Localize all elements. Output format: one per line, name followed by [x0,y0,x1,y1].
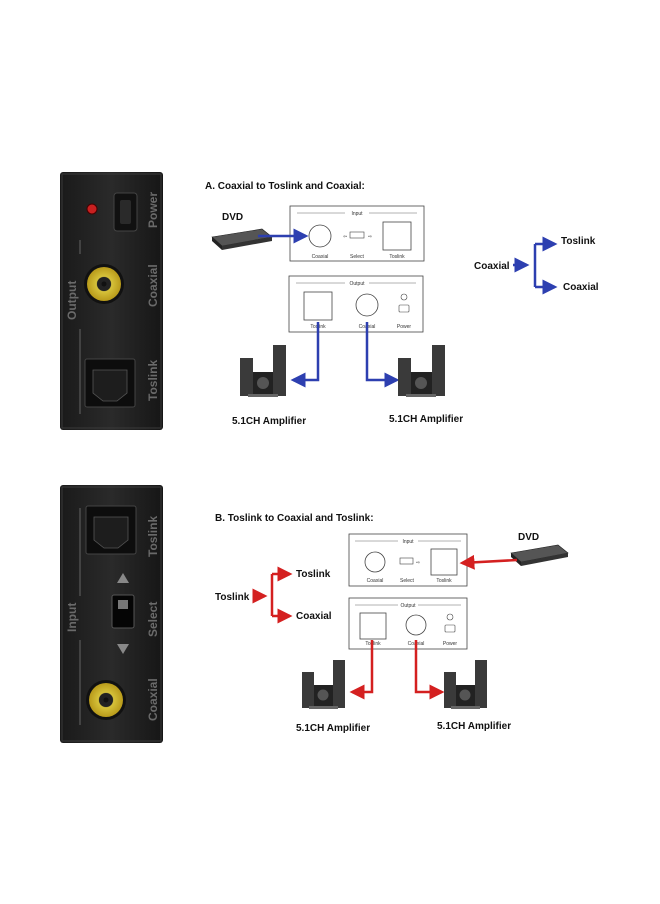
power-jack-small-icon [444,624,456,633]
power-jack-small-icon [398,304,410,313]
diagram-a-title: A. Coaxial to Toslink and Coaxial: [205,181,365,192]
svg-text:Coaxial: Coaxial [563,282,599,293]
svg-text:Input: Input [402,539,414,545]
diagram-a-output-panel: Output Toslink Coaxial Power [288,275,424,333]
input-panel-title: Input [351,211,363,217]
coaxial-jack-icon [364,551,386,573]
power-led-small-icon [400,293,408,301]
select-switch-icon [349,231,365,239]
diagram-a-input-panel: Input ⇦ ⇨ Coaxial Select Toslink [289,205,425,262]
svg-text:Toslink: Toslink [215,592,250,603]
dvd-player-icon [510,544,569,566]
diagram-a-dvd-label: DVD [222,212,243,223]
diagram-a: A. Coaxial to Toslink and Coaxial: DVD I… [205,181,599,427]
toslink-out-line [290,322,320,388]
coaxial-out-line [414,640,445,700]
diagram-a-amp-left-label: 5.1CH Amplifier [232,416,306,427]
diagram-b-split: Toslink Toslink Coaxial [215,566,332,624]
svg-text:⇨: ⇨ [368,234,372,240]
svg-text:Coaxial: Coaxial [367,578,384,584]
svg-text:Output: Output [349,281,365,287]
power-led-small-icon [446,613,454,621]
amplifier-right-icon [444,660,487,709]
amplifier-left-icon [240,345,286,397]
power-led-icon [86,203,98,215]
toslink-out-line [349,640,374,700]
device-bottom-toslink-label: Toslink [146,516,160,557]
svg-text:⇨: ⇨ [416,560,420,566]
toslink-jack-icon [430,548,458,576]
coaxial-jack-icon [355,293,379,317]
svg-text:Coaxial: Coaxial [474,261,510,272]
diagram-b-dvd-label: DVD [518,532,539,543]
svg-text:Toslink: Toslink [561,236,596,247]
device-top-output-label: Output [65,281,79,320]
toslink-jack-icon [303,291,333,321]
diagram-a-split: Coaxial Toslink Coaxial [474,236,599,295]
svg-text:Select: Select [350,254,365,260]
svg-text:Coaxial: Coaxial [312,254,329,260]
diagram-b-output-panel: Output Toslink Coaxial Power [348,597,468,650]
diagram-b-amp-right-label: 5.1CH Amplifier [437,721,511,732]
coaxial-jack-icon [308,224,332,248]
device-bottom: Toslink Select Coaxial Input [60,485,163,743]
svg-text:Output: Output [400,603,416,609]
svg-text:⇦: ⇦ [343,234,347,240]
device-bottom-coaxial-label: Coaxial [146,678,160,721]
diagram-b: B. Toslink to Coaxial and Toslink: DVD I… [215,513,569,734]
device-bottom-input-label: Input [65,603,79,632]
arrow-down-icon [117,644,129,654]
svg-text:Toslink: Toslink [436,578,452,584]
toslink-jack-icon [382,221,412,251]
diagram-a-amp-right-label: 5.1CH Amplifier [389,414,463,425]
amplifier-left-icon [302,660,345,709]
diagram-b-amp-left-label: 5.1CH Amplifier [296,723,370,734]
select-switch [111,594,135,629]
svg-text:Toslink: Toslink [389,254,405,260]
diagram-b-title: B. Toslink to Coaxial and Toslink: [215,513,374,524]
device-top-toslink-label: Toslink [146,360,160,401]
device-top: Power Coaxial Toslink Output [60,172,163,430]
dvd-to-toslink-line [459,554,518,570]
device-top-power-label: Power [146,192,160,228]
coaxial-jack-icon [405,614,427,636]
diagram-b-input-panel: Input ⇨ Coaxial Select Toslink [348,533,468,587]
coaxial-out-line [365,322,400,388]
svg-text:Toslink: Toslink [296,569,331,580]
device-bottom-select-label: Select [146,602,160,637]
dvd-player-icon [211,228,273,250]
svg-text:Coaxial: Coaxial [296,611,332,622]
select-switch-icon [399,557,414,565]
svg-text:Power: Power [443,641,458,647]
arrow-up-icon [117,573,129,583]
device-top-coaxial-label: Coaxial [146,264,160,307]
toslink-jack-icon [359,612,387,640]
svg-text:Select: Select [400,578,415,584]
svg-text:Power: Power [397,324,412,330]
amplifier-right-icon [398,345,445,397]
